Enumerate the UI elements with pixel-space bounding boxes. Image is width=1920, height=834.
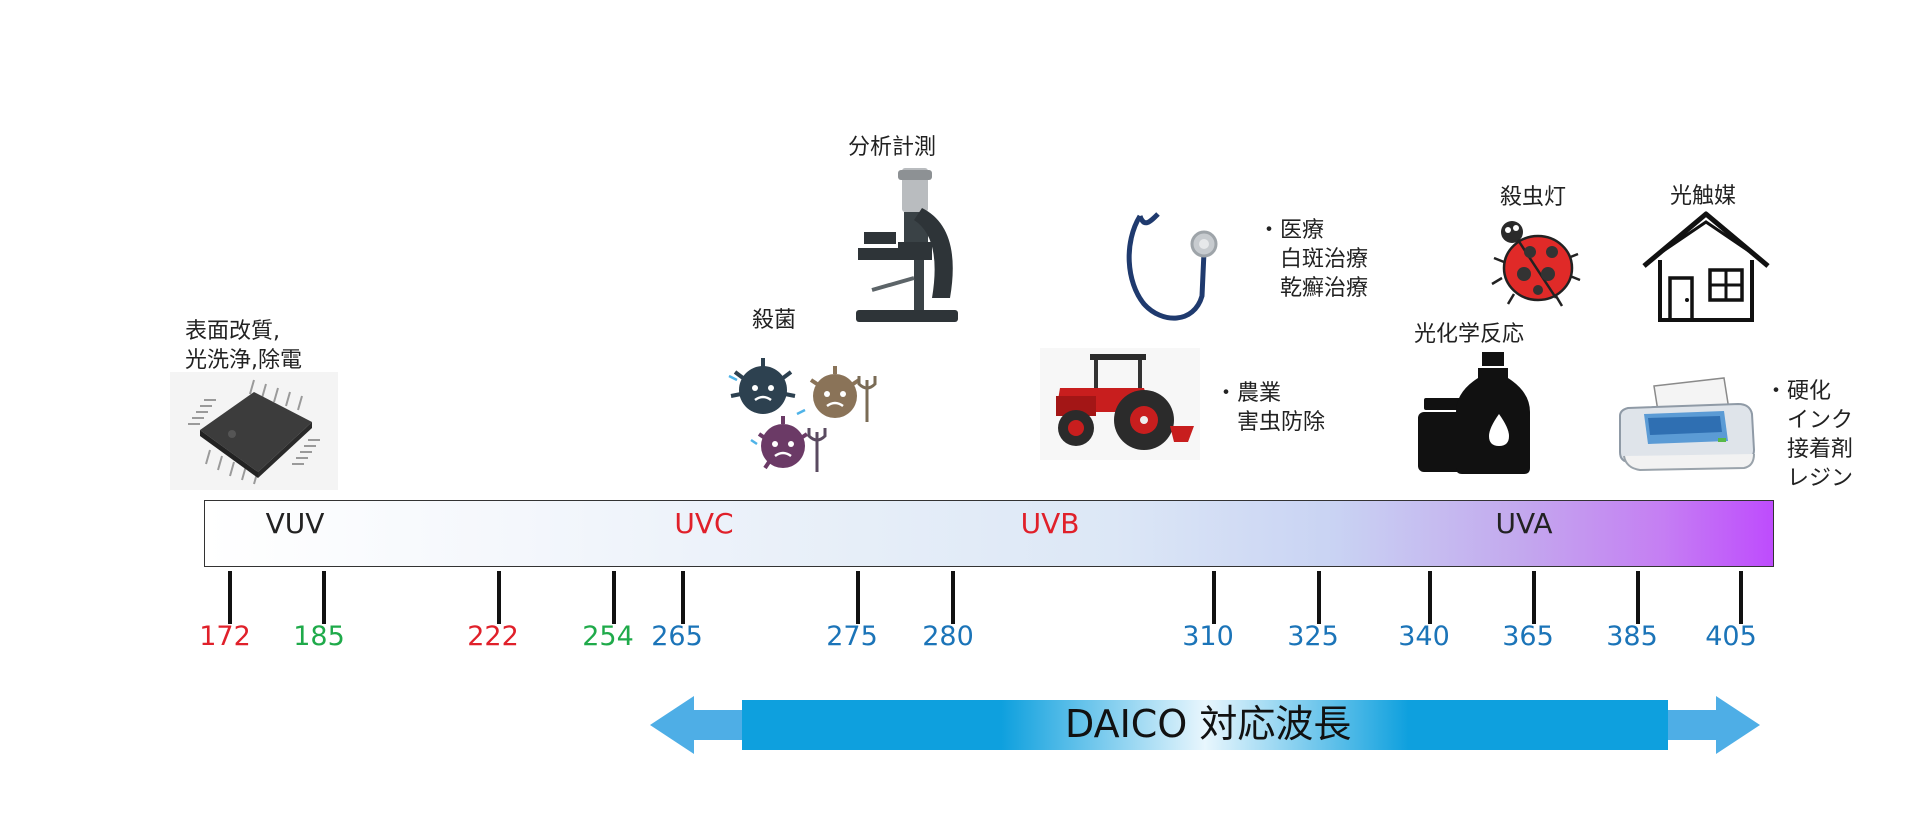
daico-range-arrow <box>650 696 1760 754</box>
band-label-uvc: UVC <box>674 507 734 540</box>
label-sterilization: 殺菌 <box>752 308 797 333</box>
tick-405 <box>1739 571 1743 624</box>
stethoscope-icon <box>1126 212 1218 321</box>
daico-range-label: DAICO 対応波長 <box>1065 702 1352 746</box>
tick-222 <box>497 571 501 624</box>
label-photochemistry: 光化学反応 <box>1414 322 1525 347</box>
tick-275 <box>856 571 860 624</box>
label-surface-treatment: 表面改質, 光洗浄,除電 <box>185 319 302 373</box>
house-icon <box>1642 211 1770 322</box>
wavelength-385: 385 <box>1606 621 1658 652</box>
wavelength-265: 265 <box>651 621 703 652</box>
wavelength-222: 222 <box>467 621 519 652</box>
tractor-icon <box>1040 348 1200 460</box>
label-insect-lamp: 殺虫灯 <box>1500 185 1567 210</box>
label-curing: ・硬化 インク 接着剤 レジン <box>1765 379 1854 491</box>
uv-spectrum-band <box>204 500 1774 567</box>
chemical-bottles-icon <box>1418 352 1530 474</box>
band-label-uva: UVA <box>1495 507 1553 540</box>
tick-340 <box>1428 571 1432 624</box>
wavelength-325: 325 <box>1287 621 1339 652</box>
tick-365 <box>1532 571 1536 624</box>
label-medical: ・医療 白斑治療 乾癬治療 <box>1258 218 1369 301</box>
tick-310 <box>1212 571 1216 624</box>
wavelength-365: 365 <box>1502 621 1554 652</box>
label-analysis: 分析計測 <box>848 135 937 160</box>
wavelength-340: 340 <box>1398 621 1450 652</box>
tick-280 <box>951 571 955 624</box>
ladybug-icon <box>1491 221 1581 307</box>
arrow-right-head <box>1668 696 1760 754</box>
tick-172 <box>228 571 232 624</box>
wavelength-275: 275 <box>826 621 878 652</box>
wavelength-172: 172 <box>199 621 251 652</box>
wavelength-310: 310 <box>1182 621 1234 652</box>
tick-254 <box>612 571 616 624</box>
wavelength-185: 185 <box>293 621 345 652</box>
label-photocatalyst: 光触媒 <box>1670 184 1737 209</box>
germs-icon <box>728 358 877 472</box>
wavelength-254: 254 <box>582 621 634 652</box>
tick-185 <box>322 571 326 624</box>
printer-icon <box>1619 377 1756 472</box>
label-agriculture: ・農業 害虫防除 <box>1215 381 1326 435</box>
tick-385 <box>1636 571 1640 624</box>
wavelength-405: 405 <box>1705 621 1757 652</box>
band-label-vuv: VUV <box>265 507 325 540</box>
microscope-icon <box>856 168 958 322</box>
tick-325 <box>1317 571 1321 624</box>
wavelength-280: 280 <box>922 621 974 652</box>
band-label-uvb: UVB <box>1020 507 1080 540</box>
arrow-left-head <box>650 696 742 754</box>
chip-icon <box>170 372 338 490</box>
tick-265 <box>681 571 685 624</box>
